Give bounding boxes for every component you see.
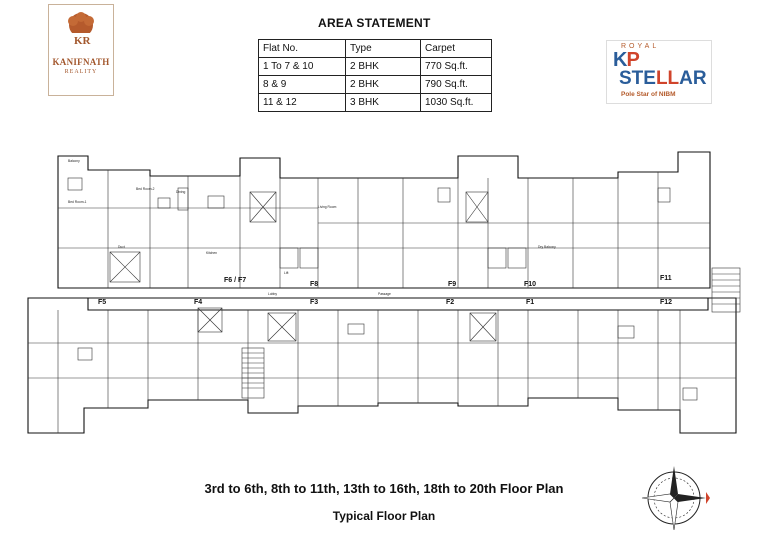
table-cell: 770 Sq.ft.: [420, 57, 492, 76]
north-arrow-icon: [641, 466, 710, 531]
table-row: 1 To 7 & 10 2 BHK 770 Sq.ft.: [258, 57, 492, 76]
area-statement-table: Flat No. Type Carpet 1 To 7 & 10 2 BHK 7…: [258, 39, 492, 112]
table-cell: 790 Sq.ft.: [420, 75, 492, 94]
table-row: 11 & 12 3 BHK 1030 Sq.ft.: [258, 93, 492, 112]
logo-name: KANIFNATH: [52, 57, 110, 67]
table-cell: 2 BHK: [345, 57, 421, 76]
svg-text:KR: KR: [74, 35, 92, 47]
svg-text:Duct: Duct: [118, 245, 125, 249]
flat-label: F5: [98, 299, 106, 306]
floor-plan-title: 3rd to 6th, 8th to 11th, 13th to 16th, 1…: [204, 481, 564, 496]
flat-label: F9: [448, 281, 456, 288]
svg-text:Lobby: Lobby: [268, 292, 277, 296]
logo-tagline: Pole Star of NIBM: [621, 91, 676, 98]
floor-plan-subtitle: Typical Floor Plan: [332, 509, 436, 523]
table-cell: 1 To 7 & 10: [258, 57, 346, 76]
header-cell: Flat No.: [258, 39, 346, 58]
flat-label: F1: [526, 299, 534, 306]
flat-label: F10: [524, 281, 536, 288]
table-cell: 11 & 12: [258, 93, 346, 112]
table-row: 8 & 9 2 BHK 790 Sq.ft.: [258, 75, 492, 94]
svg-text:Passage: Passage: [378, 292, 391, 296]
svg-text:Bed Room-1: Bed Room-1: [68, 200, 87, 204]
flat-label: F11: [660, 275, 672, 282]
kanifnath-logo: KR KANIFNATH REALITY: [48, 4, 114, 96]
svg-text:Kitchen: Kitchen: [206, 251, 217, 255]
flat-label: F8: [310, 281, 318, 288]
logo-kp: KP: [613, 49, 640, 71]
area-statement-title: AREA STATEMENT: [318, 16, 431, 30]
svg-text:Living Room: Living Room: [318, 205, 337, 209]
header-cell: Type: [345, 39, 421, 58]
svg-text:Bed Room-2: Bed Room-2: [136, 187, 155, 191]
logo-stellar: STELLAR: [619, 68, 707, 89]
svg-text:Balcony: Balcony: [68, 159, 80, 163]
table-header-row: Flat No. Type Carpet: [258, 39, 492, 58]
logo-sub: REALITY: [64, 69, 98, 75]
flat-label: F2: [446, 299, 454, 306]
table-cell: 2 BHK: [345, 75, 421, 94]
table-cell: 3 BHK: [345, 93, 421, 112]
svg-text:Dry Balcony: Dry Balcony: [538, 245, 556, 249]
table-cell: 1030 Sq.ft.: [420, 93, 492, 112]
svg-text:Dining: Dining: [176, 190, 186, 194]
floor-plan-drawing: F5 F4 F3 F2 F1 F12 F8 F9 F10 F11 F6 / F7…: [27, 151, 741, 434]
flat-label: F3: [310, 299, 318, 306]
svg-text:Lift: Lift: [284, 271, 288, 275]
kp-stellar-logo: ROYAL KP STELLAR Pole Star of NIBM: [606, 40, 712, 104]
logo-royal: ROYAL: [621, 43, 660, 50]
table-cell: 8 & 9: [258, 75, 346, 94]
flat-label: F6 / F7: [224, 277, 246, 284]
tree-logo-icon: KR: [68, 12, 94, 47]
header-cell: Carpet: [420, 39, 492, 58]
flat-label: F4: [194, 299, 202, 306]
flat-label: F12: [660, 299, 672, 306]
